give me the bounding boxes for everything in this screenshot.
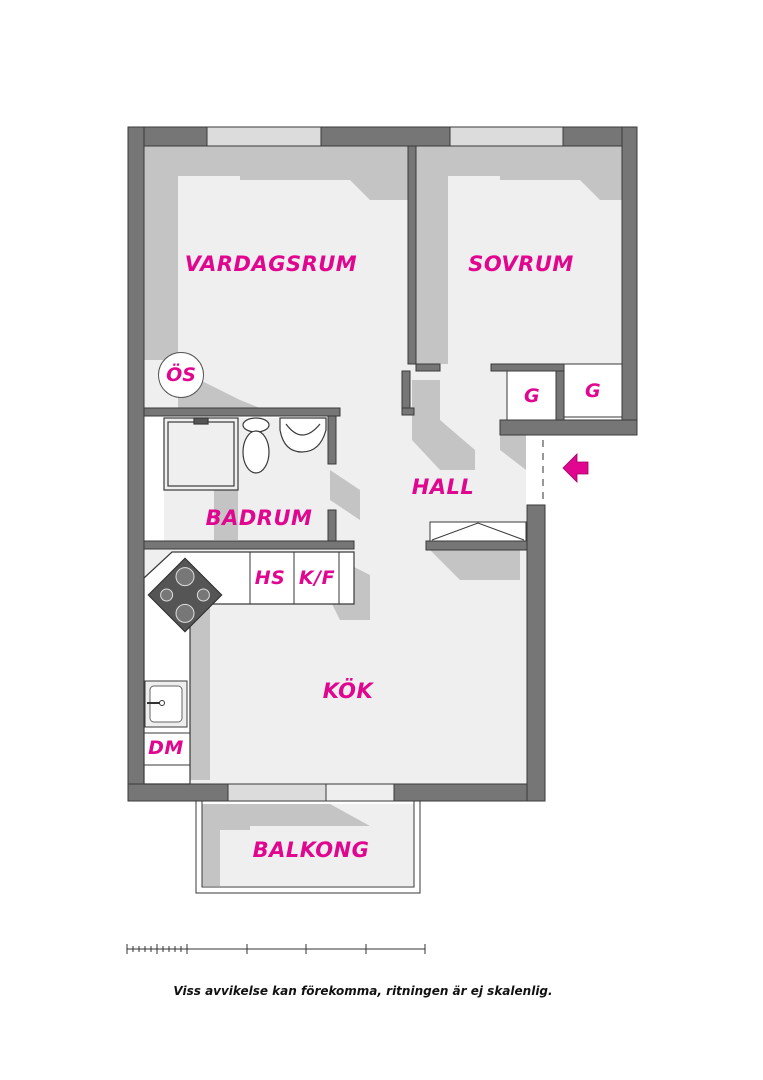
entrance-arrow-icon	[562, 453, 589, 483]
dm-label: DM	[148, 737, 184, 759]
entrance	[542, 440, 589, 500]
wall-bottom-left	[127, 783, 229, 802]
room-label-kok: KÖK	[322, 679, 374, 703]
wall-left	[127, 126, 145, 802]
wall-bottom-right	[393, 783, 546, 802]
shower	[163, 417, 239, 491]
toilet-tank	[242, 417, 270, 433]
wall-entrance-top	[499, 419, 638, 436]
wall-bath-top	[143, 407, 341, 417]
hall-closet	[429, 521, 527, 542]
room-label-balkong: BALKONG	[252, 838, 370, 862]
window-vardagsrum	[206, 126, 322, 147]
kitchen	[143, 551, 355, 785]
scale-bar	[126, 944, 426, 954]
balcony	[195, 800, 421, 894]
wall-vardag-sov	[407, 145, 417, 365]
wardrobe-2	[563, 363, 623, 418]
kf-label: K/F	[298, 567, 336, 589]
wardrobe-label-2: G	[584, 380, 602, 402]
bathroom-fixtures	[163, 417, 327, 491]
wardrobe-1	[506, 370, 557, 421]
walls	[127, 126, 638, 802]
disclaimer-text: Viss avvikelse kan förekomma, ritningen …	[173, 984, 553, 998]
wall-top-mid	[320, 126, 451, 147]
wall-bath-bottom	[143, 540, 355, 550]
os-label: ÖS	[166, 364, 196, 386]
hs-label: HS	[254, 567, 286, 589]
window-kok	[227, 783, 327, 802]
balcony-door	[325, 783, 395, 802]
room-label-sovrum: SOVRUM	[468, 252, 574, 276]
window-sovrum	[449, 126, 564, 147]
windows	[206, 126, 564, 802]
wall-bath-right-upper	[327, 415, 337, 465]
room-label-hall: HALL	[411, 475, 475, 499]
stove-icon	[147, 557, 223, 633]
wall-right-lower	[526, 504, 546, 802]
wall-sov-stub	[415, 363, 441, 372]
room-label-vardagsrum: VARDAGSRUM	[184, 252, 358, 276]
wall-right-upper	[621, 126, 638, 436]
os-badge: ÖS	[158, 352, 204, 398]
room-label-badrum: BADRUM	[205, 506, 313, 530]
wall-hall-closet	[425, 540, 528, 551]
wall-bath-right-lower	[327, 509, 337, 545]
wardrobes	[429, 363, 623, 542]
kitchen-sink-icon	[144, 680, 188, 728]
wall-wardrobe-mid	[555, 370, 565, 421]
wall-hall-foot	[401, 407, 415, 416]
toilet	[242, 430, 270, 474]
wardrobe-label-1: G	[523, 385, 541, 407]
